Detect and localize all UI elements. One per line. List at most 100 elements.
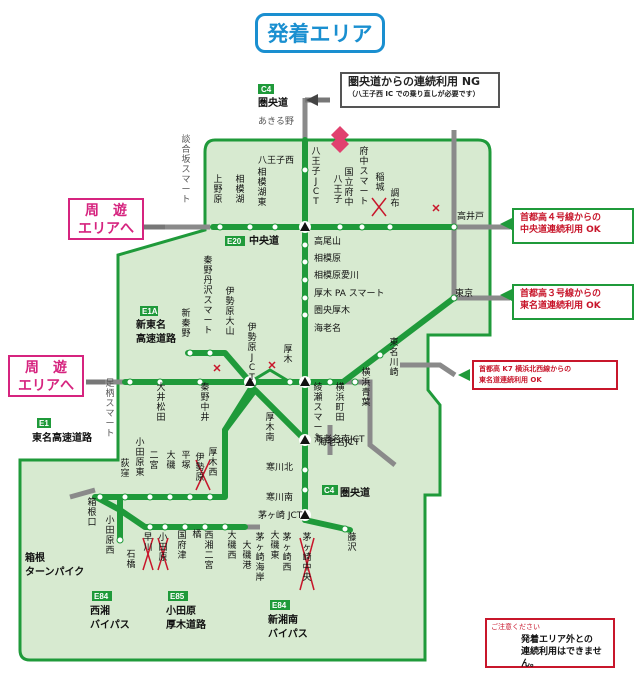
ic-dots (96, 166, 458, 544)
road-code-e1a (140, 306, 158, 316)
ic-label-oiso_ko: 大磯港 (242, 539, 251, 571)
road-label-chuodo: 中央道 (249, 234, 279, 247)
ic-label-kunitachi_fuchu: 国立府中 (344, 167, 353, 208)
ic-label-nishishonan_ninomiya: 西湘二宮 (204, 530, 213, 571)
ic-label-odawara: 小田原 (158, 532, 167, 563)
ic-label-fuchu_smart: 府中スマート (359, 145, 368, 207)
not-allowed-marks (142, 197, 440, 591)
ic-label-samukawa_minami: 寒川南 (266, 491, 293, 503)
arrow-left-icon (306, 94, 318, 106)
notice-box: ご注意ください 発着エリア外との 連続利用はできません。 (485, 618, 615, 670)
ic-label-ninomiya: 二宮 (149, 451, 158, 471)
road-label-kenodo-mid: 圏央道 (340, 486, 370, 499)
ic-label-ebina_minami_jct: 海老名南JCT (314, 433, 365, 445)
ic-label-hadano_tanzawa: 秦野丹沢スマート (203, 254, 212, 336)
road-code-e20-text: E20 (227, 237, 242, 246)
ic-label-atsugi: 厚木 (283, 344, 292, 365)
ic-label-hayakawa: 早川 (143, 532, 152, 553)
ic-label-tomei_kawasaki: 東名川崎 (389, 336, 398, 378)
ic-label-inagi: 稲城 (375, 171, 384, 193)
ic-label-ashigara: 足柄スマート (105, 378, 114, 439)
ic-label-yokohama_machida: 横浜町田 (335, 381, 344, 423)
ic-label-sagamihara_aikawa: 相模原愛川 (314, 269, 359, 281)
ic-label-oiso: 大磯 (166, 449, 175, 471)
road-code-e84b (270, 600, 290, 610)
kenodo-ng-title: 圏央道からの連続利用 NG (348, 75, 481, 88)
road-code-e1-text: E1 (39, 419, 49, 428)
tour-area-link-left[interactable]: 周 遊 エリアへ (8, 355, 84, 397)
ic-label-samukawa_kita: 寒川北 (266, 461, 293, 473)
ic-label-oiso_nishi: 大磯西 (227, 529, 236, 561)
road-label-tomei: 東名高速道路 (32, 431, 93, 444)
road-code-e1 (37, 418, 51, 428)
road-code-e84b-text: E84 (272, 601, 287, 610)
road-label-odawara-atsugi-2: 厚木道路 (166, 618, 207, 631)
road-code-e84a-text: E84 (94, 592, 109, 601)
notice-message: 発着エリア外との 連続利用はできません。 (521, 634, 613, 670)
shutoko-k7-callout: 首都高 K7 横浜北西線からの 東名道連続利用 OK (472, 360, 618, 390)
ic-label-oiso_higashi: 大磯東 (270, 529, 279, 561)
road-label-hakone-2: ターンパイク (25, 566, 84, 578)
kenodo-ng-note: （八王子西 IC での乗り直しが必要です） (348, 90, 480, 98)
shutoko3-callout: 首都高３号線からの 東名道連続利用 OK (512, 284, 634, 320)
ic-label-yokohama_aoba: 横浜青葉 (361, 366, 370, 408)
road-label-seisho-1: 西湘 (90, 604, 110, 617)
ic-label-hadano_nakai: 秦野中井 (200, 381, 209, 423)
ic-label-chofu: 調布 (390, 187, 399, 209)
tour-area-link-top[interactable]: 周 遊 エリアへ (68, 198, 144, 240)
ic-label-ayase: 綾瀬スマート (313, 381, 322, 443)
arrow-left-icon (458, 369, 470, 381)
ic-label-atsugi_minami: 厚木南 (265, 412, 274, 443)
shutoko3-line1: 首都高３号線からの (520, 289, 602, 299)
page-title: 発着エリア (255, 13, 385, 53)
ic-label-hiratsuka: 平塚 (181, 450, 190, 471)
ic-label-chigasaki_nishi: 茅ヶ崎西 (282, 532, 291, 573)
ic-label-chigasaki_jct: 茅ヶ崎 JCT (258, 509, 303, 521)
road-label-akiruno: あきる野 (258, 116, 294, 127)
road-code-e84a (92, 591, 112, 601)
ic-label-tokyo: 東京 (455, 287, 473, 299)
shutoko4-line2: 中央道連続利用 OK (520, 225, 601, 235)
road-label-shintomei-2: 高速道路 (136, 332, 177, 345)
ic-label-shinhadano: 新秦野 (181, 307, 190, 339)
ic-label-takaosan: 高尾山 (314, 235, 341, 247)
ic-label-odawara_higashi: 小田原東 (135, 437, 144, 478)
notice-heading: ご注意ください (491, 623, 540, 631)
ic-label-sagamihara: 相模原 (314, 252, 341, 264)
ic-label-isehara: 伊勢原 (195, 451, 204, 483)
ic-label-ishibashi: 石橋 (126, 550, 135, 570)
ic-label-oimatsuda: 大井松田 (156, 381, 165, 423)
arrow-left-icon (500, 218, 512, 230)
ic-label-atsugi_nishi: 厚木西 (208, 447, 217, 478)
tour-area-label-line2: エリアへ (18, 378, 74, 394)
ic-label-takaido: 高井戸 (457, 210, 484, 222)
ic-label-dangozaka: 談合坂スマート (181, 133, 190, 205)
tour-area-label-line2: エリアへ (78, 221, 134, 237)
road-label-shinshonan-2: バイパス (268, 628, 308, 640)
tour-area-label-line1: 周 遊 (25, 360, 67, 376)
ic-label-uenohara: 上野原 (213, 174, 222, 205)
ic-label-fujisawa: 藤沢 (347, 531, 356, 553)
ic-label-sagamiko_higashi: 相模湖東 (257, 166, 266, 208)
arrow-left-icon (500, 289, 512, 301)
road-label-shintomei-1: 新東名 (136, 318, 166, 331)
ic-label-ken_atsugi: 圏央厚木 (314, 304, 350, 316)
notice-line1: 発着エリア外との (521, 635, 593, 645)
road-code-e85-text: E85 (170, 592, 185, 601)
ic-label-hachioji: 八王子 (333, 175, 342, 205)
shutoko3-line2: 東名道連続利用 OK (520, 301, 601, 311)
road-code-c4-mid (322, 485, 338, 495)
ic-label-sagamiko: 相模湖 (235, 173, 244, 205)
shutoko4-callout: 首都高４号線からの 中央道連続利用 OK (512, 208, 634, 244)
road-label-kenodo-top: 圏央道 (258, 96, 288, 109)
ic-label-tachibana: 橘 (192, 529, 201, 540)
ic-label-atsugi_pa: 厚木 PA スマート (314, 287, 384, 299)
shutoko-k7-line2: 東名道連続利用 OK (479, 376, 542, 384)
ic-label-ebina_top: 海老名 (314, 322, 341, 334)
road-code-e1a-text: E1A (142, 307, 158, 316)
kenodo-ng-callout: 圏央道からの連続利用 NG （八王子西 IC での乗り直しが必要です） (340, 72, 500, 108)
